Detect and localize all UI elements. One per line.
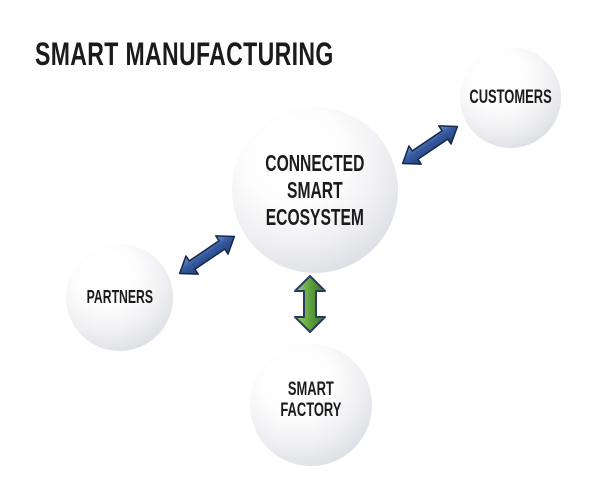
blue-double-arrow-icon xyxy=(178,235,236,275)
node-connected-smart-ecosystem: CONNECTED SMART ECOSYSTEM xyxy=(232,107,398,273)
node-label-ecosystem: CONNECTED SMART ECOSYSTEM xyxy=(265,150,364,231)
node-partners: PARTNERS xyxy=(66,244,173,351)
node-label-customers: CUSTOMERS xyxy=(469,86,552,108)
arrow-ecosystem-customers xyxy=(401,125,459,165)
ecosystem-label-line2: SMART xyxy=(287,176,343,203)
ecosystem-label-line1: CONNECTED xyxy=(265,149,365,176)
arrow-ecosystem-factory xyxy=(294,275,326,333)
factory-label-line1: SMART xyxy=(288,379,334,400)
node-smart-factory: SMART FACTORY xyxy=(250,344,372,466)
blue-double-arrow-icon xyxy=(401,125,459,165)
green-double-arrow-icon xyxy=(294,275,326,333)
node-customers: CUSTOMERS xyxy=(460,47,561,148)
node-label-partners: PARTNERS xyxy=(86,287,153,308)
arrow-ecosystem-partners xyxy=(178,235,236,275)
ecosystem-label-line3: ECOSYSTEM xyxy=(265,203,365,230)
diagram-title: SMART MANUFACTURING xyxy=(35,36,334,72)
node-label-factory: SMART FACTORY xyxy=(280,379,341,421)
factory-label-line2: FACTORY xyxy=(280,400,342,421)
